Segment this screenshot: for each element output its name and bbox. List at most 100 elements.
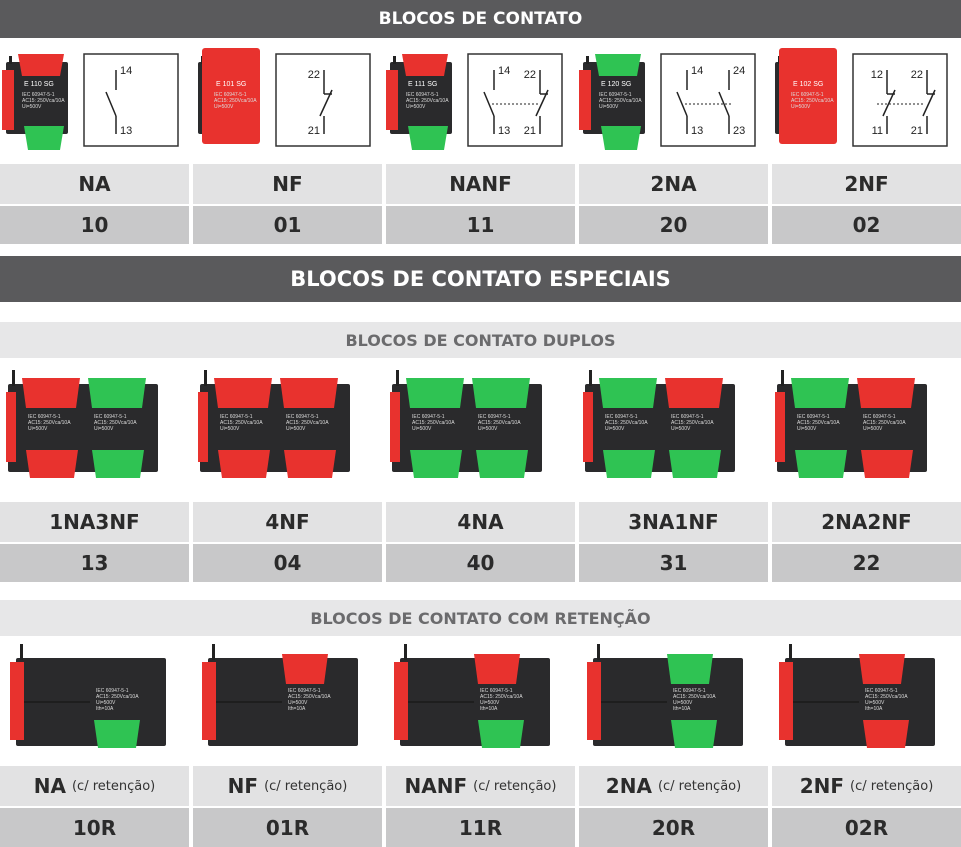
module-spec-text: Ui=500V <box>28 426 48 432</box>
module-pin <box>20 644 23 660</box>
top-latch <box>664 378 723 408</box>
top-latch <box>280 378 339 408</box>
switch-blade <box>922 89 936 117</box>
module-spec-text: AC15: 250Vca/10A <box>791 98 834 104</box>
side-tab <box>390 392 401 462</box>
side-tab <box>198 392 209 462</box>
module-red-cover <box>202 48 261 144</box>
code-cell: 31 <box>579 544 768 582</box>
side-tab <box>578 70 591 130</box>
code-cell: 01R <box>193 808 382 847</box>
module-spec-text: IEC 60947-5-1 <box>94 414 127 420</box>
name-cell: 4NF <box>193 502 382 542</box>
bottom-latch <box>218 450 271 478</box>
code-cell: 20R <box>579 808 768 847</box>
retention-suffix: (c/ retenção) <box>71 778 156 794</box>
bottom-latch <box>408 126 449 150</box>
schematic-frame <box>467 53 564 147</box>
module-body <box>6 62 68 134</box>
name-text: NANF <box>404 774 468 798</box>
module-spec-text: IEC 60947-5-1 <box>28 414 61 420</box>
module-spec-text: AC15: 250Vca/10A <box>671 420 714 426</box>
bottom-latch <box>476 450 529 478</box>
module-pin <box>12 370 15 386</box>
module-spec-text: IEC 60947-5-1 <box>480 688 513 694</box>
module-spec-text: Ui=500V <box>480 700 500 706</box>
bottom-latch <box>670 720 717 748</box>
top-latch <box>18 54 64 76</box>
module-spec-text: IEC 60947-5-1 <box>863 414 896 420</box>
module-spec-text: AC15: 250Vca/10A <box>673 694 716 700</box>
side-tab <box>6 392 16 462</box>
module-spec-text: AC15: 250Vca/10A <box>220 420 263 426</box>
code-cell: 11 <box>386 206 575 244</box>
top-latch <box>598 378 657 408</box>
name-cell: 2NA(c/ retenção) <box>579 766 768 806</box>
bottom-latch <box>284 450 337 478</box>
schematic-frame <box>83 53 179 147</box>
retention-block-codes-row: 10R 01R 11R 20R 02R <box>0 808 961 847</box>
bottom-latch <box>478 720 525 748</box>
module-spec-text: Ui=500V <box>605 426 625 432</box>
module-spec-text: IEC 60947-5-1 <box>673 688 706 694</box>
top-latch <box>474 654 521 684</box>
side-tab <box>2 70 14 130</box>
module-spec-text: AC15: 250Vca/10A <box>480 694 523 700</box>
module-spec-text: Ui=500V <box>863 426 883 432</box>
module-spec-text: Ui=500V <box>288 700 308 706</box>
bottom-latch <box>668 450 721 478</box>
module-spec-text: IEC 60947-5-1 <box>599 92 632 98</box>
code-cell: 10 <box>0 206 189 244</box>
name-text: 2NF <box>799 774 845 798</box>
schematic-frame <box>852 53 948 147</box>
contact-block-names-row: NA NF NANF 2NA 2NF <box>0 164 961 204</box>
terminal-label: 13 <box>120 125 132 137</box>
side-tab <box>10 662 24 740</box>
terminal-label: 14 <box>120 65 132 77</box>
product-label: E 101 SG <box>216 81 246 88</box>
module-spec-text: AC15: 250Vca/10A <box>865 694 908 700</box>
module-pin <box>212 644 216 660</box>
switch-blade <box>882 89 896 117</box>
module-spec-text: AC15: 250Vca/10A <box>28 420 71 426</box>
code-cell: 01 <box>193 206 382 244</box>
terminal-label: 21 <box>308 125 320 137</box>
top-latch <box>790 378 849 408</box>
module-spec-text: AC15: 250Vca/10A <box>478 420 521 426</box>
module-spec-text: Ith=10A <box>673 706 691 712</box>
module-spec-text: Ui=500V <box>791 104 811 110</box>
section-title-text: BLOCOS DE CONTATO <box>378 9 583 29</box>
name-cell: NANF <box>386 164 575 204</box>
module-spec-text: AC15: 250Vca/10A <box>797 420 840 426</box>
module-spec-text: Ui=500V <box>673 700 693 706</box>
terminal-label: 22 <box>911 69 923 81</box>
module-spec-text: IEC 60947-5-1 <box>22 92 55 98</box>
retention-suffix: (c/ retenção) <box>264 778 348 794</box>
terminal-label: 21 <box>911 125 923 137</box>
module-pin <box>404 644 408 660</box>
terminal-label: 14 <box>498 65 510 77</box>
switch-blade <box>717 91 730 117</box>
bottom-latch <box>410 450 463 478</box>
top-latch <box>402 54 449 76</box>
module-spec-text: Ui=500V <box>478 426 498 432</box>
code-cell: 22 <box>772 544 961 582</box>
schematic-frame <box>659 53 756 147</box>
switch-blade <box>483 91 496 117</box>
bottom-latch <box>862 720 909 748</box>
module-spec-text: IEC 60947-5-1 <box>797 414 830 420</box>
name-cell: NA <box>0 164 189 204</box>
module-spec-text: AC15: 250Vca/10A <box>96 694 139 700</box>
module-spec-text: Ui=500V <box>214 104 234 110</box>
product-label: E 110 SG <box>24 81 54 88</box>
section-title-special: BLOCOS DE CONTATO ESPECIAIS <box>0 256 961 302</box>
module-spec-text: IEC 60947-5-1 <box>671 414 704 420</box>
